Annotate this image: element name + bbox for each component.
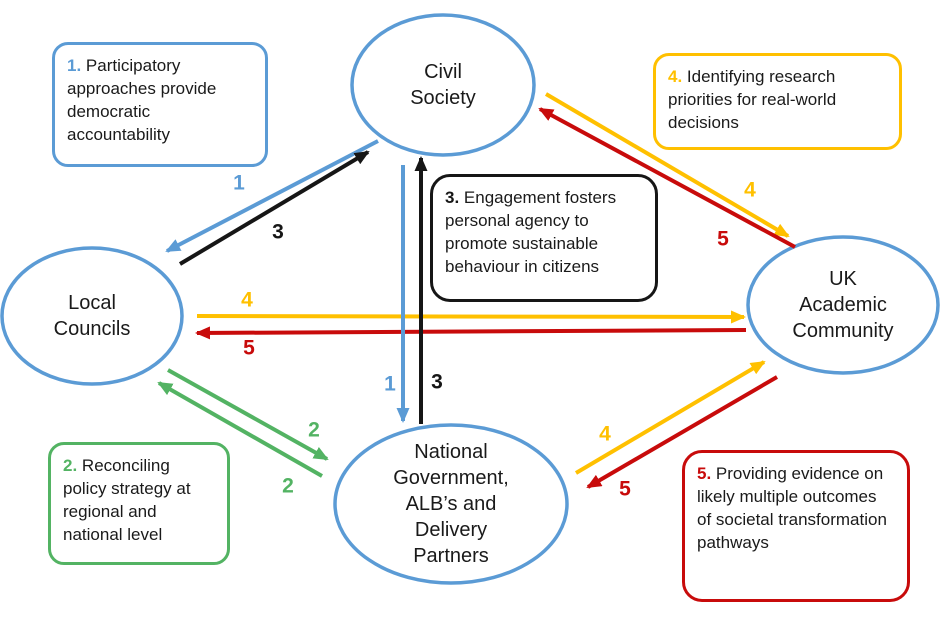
arrow-2-national-to-local [157,381,323,478]
arrow-5-academic-to-civil [538,107,796,249]
note-box-1: 1. Participatory approaches provide demo… [52,42,268,167]
note-5-text: Providing evidence on likely multiple ou… [697,464,887,552]
arrow-label-3-national-civil: 3 [431,370,443,394]
arrow-label-5-academic-national: 5 [619,477,631,501]
arrow-1-civil-to-local [165,139,379,253]
arrow-label-5-academic-civil: 5 [717,227,729,251]
note-3-number: 3. [445,188,460,207]
note-4-text: Identifying research priorities for real… [668,67,837,132]
node-ellipse-national-government [333,423,569,585]
node-label-national-government: National Government, ALB’s and Delivery … [393,441,509,567]
arrow-2-local-to-national [167,368,329,461]
arrow-4-civil-to-academic [544,92,790,238]
arrow-label-5-academic-local: 5 [243,336,255,360]
node-label-local-councils: Local Councils [53,292,131,340]
note-2-number: 2. [63,456,78,475]
note-box-5: 5. Providing evidence on likely multiple… [682,450,910,602]
node-label-uk-academic: UK Academic Community [792,268,894,342]
note-box-3: 3. Engagement fosters personal agency to… [430,174,658,302]
arrow-label-1-civil-local: 1 [233,171,245,195]
note-box-4: 4. Identifying research priorities for r… [653,53,902,150]
note-5-number: 5. [697,464,712,483]
note-1-text: Participatory approaches provide democra… [67,56,217,144]
note-2-text: Reconciling policy strategy at regional … [63,456,191,544]
node-ellipse-uk-academic [746,235,940,375]
node-ellipse-local-councils [0,246,184,386]
arrow-5-academic-to-local [195,326,747,340]
note-1-number: 1. [67,56,82,75]
arrow-label-4-civil-academic: 4 [744,178,756,202]
arrow-4-local-to-academic [196,310,746,324]
arrow-label-4-local-academic: 4 [241,288,253,312]
arrow-5-academic-to-national [586,375,779,489]
node-ellipse-civil-society [350,13,536,157]
note-3-text: Engagement fosters personal agency to pr… [445,188,617,276]
arrow-label-3-local-civil: 3 [272,220,284,244]
arrow-label-1-civil-national: 1 [384,372,396,396]
arrow-label-2-national-local: 2 [282,474,294,498]
node-label-civil-society: Civil Society [410,61,476,109]
arrow-label-4-national-academic: 4 [599,422,611,446]
note-box-2: 2. Reconciling policy strategy at region… [48,442,230,565]
arrow-4-national-to-academic [574,360,766,475]
arrow-label-2-local-national: 2 [308,418,320,442]
note-4-number: 4. [668,67,683,86]
arrow-3-local-to-civil [178,150,370,266]
